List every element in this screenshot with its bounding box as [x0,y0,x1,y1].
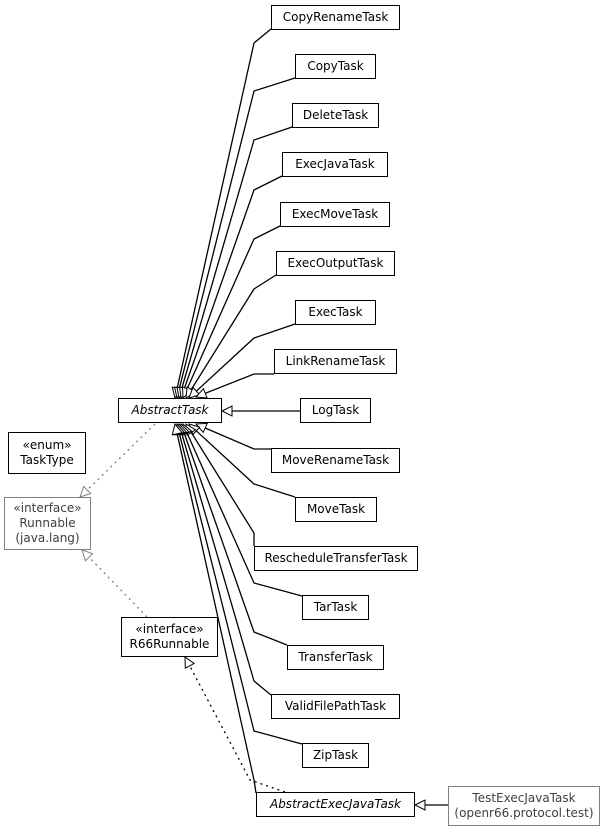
class-name: DeleteTask [302,108,369,122]
implements-edge-abstracttask-runnable-arrowhead [79,485,92,498]
class-linkrenametask[interactable]: LinkRenameTask [274,349,397,374]
class-moverenametask[interactable]: MoveRenameTask [271,448,400,473]
extends-edge-linkrenametask-arrowhead [194,387,208,399]
class-exectask[interactable]: ExecTask [295,300,376,325]
class-logtask[interactable]: LogTask [300,398,371,423]
class-ziptask[interactable]: ZipTask [302,743,369,768]
class-name: CopyTask [307,59,364,73]
extends-edge-copyrenametask [176,28,272,389]
extends-edge-exectask [195,323,296,392]
class-name: TestExecJavaTask [472,791,576,805]
class-name: MoveTask [306,502,366,516]
class-validfilepathtask[interactable]: ValidFilePathTask [271,694,400,719]
class-name: ExecOutputTask [287,256,384,270]
implements-edge-r66runnable-runnable [88,556,148,618]
class-name: ZipTask [312,748,359,762]
extends-edge-movetask [195,430,296,498]
class-name: TarTask [313,600,358,614]
extends-edge-logtask-arrowhead [220,405,233,417]
class-name: ValidFilePathTask [284,699,387,713]
extends-edge-moverenametask [204,427,271,450]
stereotype-label: «enum» [22,438,72,452]
extends-edge-ziptask [178,433,303,745]
extends-edge-tartask [186,432,303,597]
class-name: ExecMoveTask [291,207,379,221]
class-deletetask[interactable]: DeleteTask [292,103,379,128]
implements-edge-r66runnable-runnable-arrowhead [81,549,94,562]
class-name: AbstractExecJavaTask [269,797,401,811]
implements-edge-abstractexecjavatask-r66runnable-arrowhead [184,656,196,670]
interface-r66runnable[interactable]: «interface» R66Runnable [121,617,218,657]
class-abstracttask[interactable]: AbstractTask [118,398,222,423]
class-transfertask[interactable]: TransferTask [287,645,384,670]
class-copyrenametask[interactable]: CopyRenameTask [271,5,400,30]
extends-edge-validfilepathtask [181,433,272,696]
class-rescheduletransfertask[interactable]: RescheduleTransferTask [254,546,418,571]
extends-edge-moverenametask-arrowhead [194,422,208,434]
class-name: MoveRenameTask [281,453,390,467]
package-label: (java.lang) [15,531,80,545]
class-name: ExecJavaTask [295,157,375,171]
class-copytask[interactable]: CopyTask [295,54,376,79]
class-movetask[interactable]: MoveTask [295,497,377,522]
class-name: LogTask [311,403,360,417]
extends-edge-linkrenametask [205,373,274,394]
class-name: Runnable [19,516,76,530]
class-execjavatask[interactable]: ExecJavaTask [282,152,388,177]
stereotype-label: «interface» [13,501,82,515]
enum-tasktype[interactable]: «enum» TaskType [8,432,86,474]
extends-edge-testexecjavatask-arrowhead [413,799,426,811]
implements-edge-abstracttask-runnable [86,423,156,491]
class-name: ExecTask [308,305,363,319]
class-name: LinkRenameTask [285,354,386,368]
implements-edge-abstractexecjavatask-r66runnable [189,665,286,793]
class-name: TransferTask [298,650,373,664]
extends-edge-deletetask [181,126,293,389]
extends-edge-abstractexecjavatask-arrowhead [171,422,183,436]
interface-runnable[interactable]: «interface» Runnable (java.lang) [4,497,91,550]
class-tartask[interactable]: TarTask [302,595,369,620]
extends-edge-execmovetask [186,225,281,390]
package-label: (openr66.protocol.test) [454,806,594,820]
class-execoutputtask[interactable]: ExecOutputTask [276,251,395,276]
class-testexecjavatask[interactable]: TestExecJavaTask (openr66.protocol.test) [448,786,600,826]
class-name: RescheduleTransferTask [264,551,408,565]
extends-edge-abstractexecjavatask [176,433,257,794]
class-name: AbstractTask [131,403,209,417]
extends-edge-transfertask [183,433,288,646]
stereotype-label: «interface» [135,622,204,636]
class-name: CopyRenameTask [282,10,389,24]
class-name: R66Runnable [129,637,210,651]
class-name: TaskType [20,453,74,467]
class-execmovetask[interactable]: ExecMoveTask [280,202,390,227]
extends-edge-execoutputtask [190,274,277,390]
extends-edge-rescheduletransfertask [190,432,255,546]
extends-edge-copytask [178,77,296,389]
class-abstractexecjavatask[interactable]: AbstractExecJavaTask [256,792,415,817]
extends-edge-execjavatask [183,175,283,389]
